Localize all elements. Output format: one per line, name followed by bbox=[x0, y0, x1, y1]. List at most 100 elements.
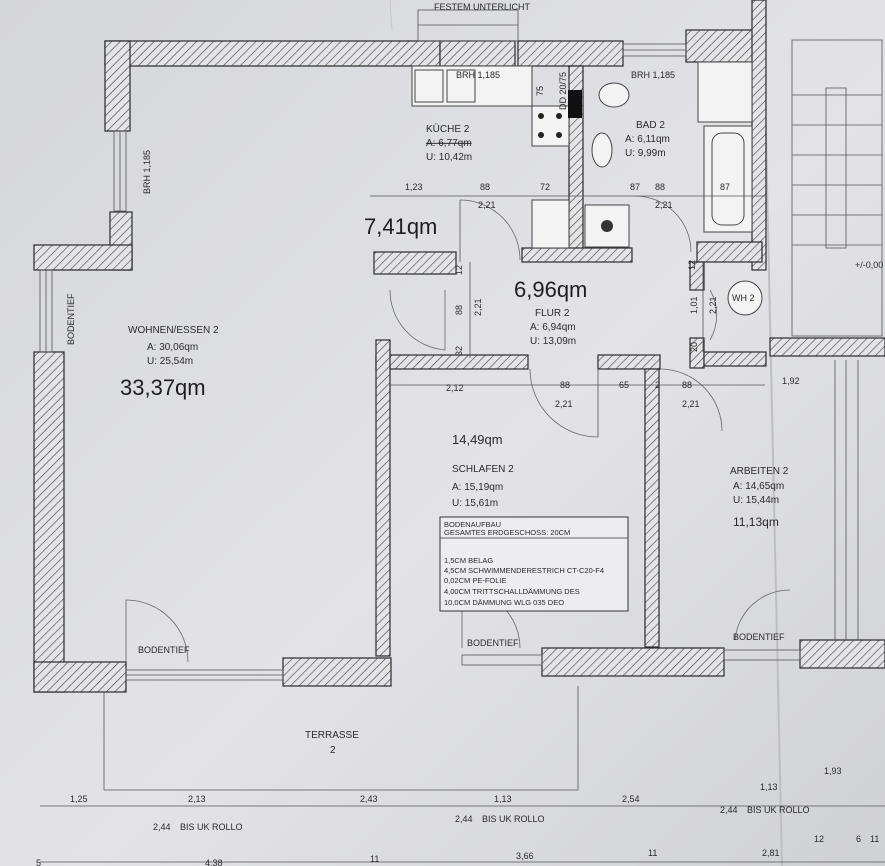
wohnen-name: WOHNEN/ESSEN 2 bbox=[128, 325, 219, 336]
dim: 2,21 bbox=[473, 298, 483, 316]
wall-hall-right-a bbox=[689, 261, 705, 291]
dim: 88 bbox=[560, 380, 570, 390]
dim: 2,44 bbox=[455, 814, 473, 824]
dim: 1,23 bbox=[405, 182, 423, 192]
flur-perimeter: U: 13,09m bbox=[530, 336, 576, 347]
brh-kitchen: BRH 1,185 bbox=[456, 70, 500, 80]
dim: 1,25 bbox=[70, 794, 88, 804]
arbeiten-area: A: 14,65qm bbox=[733, 481, 784, 492]
bodenaufbau-box: BODENAUFBAU GESAMTES ERDGESCHOSS: 20CM 1… bbox=[439, 516, 629, 612]
wall-bottom-living-b bbox=[282, 657, 392, 687]
dim: 11 bbox=[370, 854, 379, 864]
bad-name: BAD 2 bbox=[636, 120, 665, 131]
dim: 1,92 bbox=[782, 376, 800, 386]
schlafen-perimeter: U: 15,61m bbox=[452, 498, 498, 509]
bodenaufbau-line: 1,5CM BELAG bbox=[444, 556, 493, 565]
dim: 88 bbox=[655, 182, 665, 192]
top-label: FESTEM UNTERLICHT bbox=[434, 2, 531, 12]
dim: 4,38 bbox=[205, 858, 223, 866]
kueche-name: KÜCHE 2 bbox=[426, 123, 470, 135]
dim: 87 bbox=[720, 182, 730, 192]
dim: 11 bbox=[648, 848, 657, 858]
wall-top-living bbox=[104, 40, 441, 67]
dim: BIS UK ROLLO bbox=[747, 805, 810, 815]
shower bbox=[697, 61, 753, 123]
fixtures bbox=[411, 61, 763, 316]
schlafen-area: A: 15,19qm bbox=[452, 482, 503, 493]
bodenaufbau-line: 4,5CM SCHWIMMENDERESTRICH CT-C20-F4 bbox=[444, 566, 604, 575]
dim: 2,54 bbox=[622, 794, 640, 804]
bodenaufbau-line: 4,00CM TRITTSCHALLDÄMMUNG DES bbox=[444, 587, 580, 596]
dim: 5 bbox=[36, 858, 41, 866]
dimension-lines bbox=[40, 195, 885, 863]
bad-area: A: 6,11qm bbox=[625, 134, 670, 145]
dim: BIS UK ROLLO bbox=[180, 822, 243, 832]
dim: 88 bbox=[682, 380, 692, 390]
dim: 2,21 bbox=[655, 200, 673, 210]
dim: 2,21 bbox=[555, 399, 573, 409]
arbeiten-name: ARBEITEN 2 bbox=[730, 466, 789, 477]
bodentief-wohnen: BODENTIEF bbox=[138, 645, 190, 655]
wall-left-step-h bbox=[33, 244, 133, 271]
bodentief-left: BODENTIEF bbox=[66, 293, 76, 345]
bodenaufbau-line: 0,02CM PE-FOLIE bbox=[444, 576, 507, 585]
dim: 6 bbox=[856, 834, 861, 844]
door-swings bbox=[125, 195, 791, 663]
dim: 1,01 bbox=[689, 296, 699, 314]
kueche-perimeter: U: 10,42m bbox=[426, 152, 472, 163]
arbeiten-big-area: 11,13qm bbox=[733, 515, 779, 529]
dd-label: DD 20/75 bbox=[558, 72, 568, 110]
dim: 87 bbox=[630, 182, 640, 192]
bodentief-schlafen: BODENTIEF bbox=[467, 638, 519, 648]
terrace bbox=[103, 686, 579, 791]
wall-hall-right-h bbox=[703, 351, 767, 367]
wohnen-big-area: 33,37qm bbox=[120, 375, 206, 400]
wall-top-kitchen-a bbox=[439, 40, 516, 67]
sink bbox=[414, 69, 444, 103]
schlafen-name: SCHLAFEN 2 bbox=[452, 464, 514, 475]
dimension-texts: 1,23 88 2,21 72 87 88 2,21 87 12 88 2,21… bbox=[36, 182, 879, 866]
dim: 2,21 bbox=[682, 399, 700, 409]
dim: 32 bbox=[454, 346, 464, 356]
dim: 1,13 bbox=[760, 782, 778, 792]
wall-bath-bottom bbox=[696, 241, 763, 263]
kueche-big-area: 7,41qm bbox=[364, 214, 437, 239]
dim: 12 bbox=[454, 265, 464, 275]
dim: 2,21 bbox=[708, 296, 718, 314]
paper-fold-2 bbox=[389, 0, 393, 31]
dim: 2 bbox=[655, 380, 660, 390]
flur-area: A: 6,94qm bbox=[530, 322, 576, 333]
wash-basin bbox=[591, 132, 613, 168]
bodentief-arbeiten: BODENTIEF bbox=[733, 632, 785, 642]
arbeiten-perimeter: U: 15,44m bbox=[733, 495, 779, 506]
schlafen-big-area: 14,49qm bbox=[452, 432, 503, 447]
sink-b bbox=[446, 69, 476, 103]
wall-bedroom-top-b bbox=[597, 354, 661, 370]
terrasse-number: 2 bbox=[330, 745, 336, 756]
dim: 20 bbox=[689, 342, 699, 352]
wall-arbeiten-bottom bbox=[799, 639, 885, 669]
wall-kitchen-bottom-b bbox=[521, 247, 633, 263]
dim: 1,93 bbox=[824, 766, 842, 776]
bodenaufbau-subtitle: GESAMTES ERDGESCHOSS: 20CM bbox=[444, 528, 570, 537]
wall-bedroom-left bbox=[375, 339, 391, 657]
wall-right-bath bbox=[751, 0, 767, 271]
level-label: +/-0,00 bbox=[855, 260, 883, 270]
dim: 2,44 bbox=[153, 822, 171, 832]
brh-left: BRH 1,185 bbox=[142, 150, 152, 194]
dim: 11 bbox=[870, 834, 879, 844]
dim: 3,66 bbox=[516, 851, 534, 861]
dim: 12 bbox=[814, 834, 824, 844]
wall-bedroom-top-a bbox=[375, 354, 529, 370]
dim: 2,12 bbox=[446, 383, 464, 393]
wall-bedroom-right bbox=[644, 368, 660, 648]
kueche-area: A: 6,77qm bbox=[426, 138, 472, 149]
dim: 72 bbox=[540, 182, 550, 192]
dim: 12 bbox=[687, 260, 697, 270]
wh-label: WH 2 bbox=[732, 293, 755, 303]
wall-right-stair bbox=[769, 337, 885, 357]
dim: 2,43 bbox=[360, 794, 378, 804]
flur-big-area: 6,96qm bbox=[514, 277, 587, 302]
wall-kitchen-bottom bbox=[373, 251, 457, 275]
